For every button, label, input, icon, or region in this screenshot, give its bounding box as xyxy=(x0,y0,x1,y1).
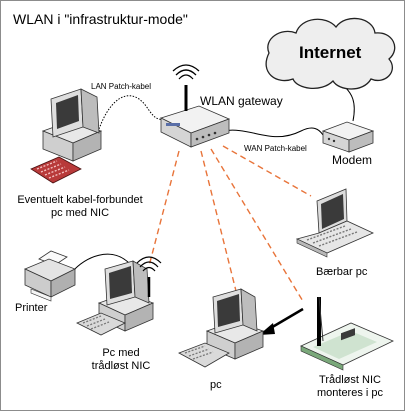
internet-label: Internet xyxy=(299,43,362,62)
internet-cloud-icon xyxy=(265,17,396,90)
modem-icon xyxy=(321,121,375,153)
wired-pc-label: Eventuelt kabel-forbundet pc med NIC xyxy=(3,194,157,219)
pc-label: pc xyxy=(210,379,222,391)
wireless-link-laptop xyxy=(222,145,312,197)
modem-label: Modem xyxy=(332,153,373,167)
wireless-pc-label-line-1: Pc med xyxy=(102,347,140,359)
nic-arrow xyxy=(268,307,304,331)
wireless-nic-card-icon xyxy=(300,296,394,371)
diagram-title: WLAN i "infrastruktur-mode" xyxy=(13,11,188,27)
wlan-gateway-icon xyxy=(159,64,231,148)
nic-card-label-line-2: monteres i pc xyxy=(316,386,384,399)
printer-cable xyxy=(70,253,130,274)
lan-patch-cable xyxy=(98,95,167,130)
wireless-pc-label: Pc med trådløst NIC xyxy=(81,347,161,372)
wired-pc-icon xyxy=(30,88,103,184)
printer-icon xyxy=(24,250,76,302)
nic-card-label: Trådløst NIC monteres i pc xyxy=(299,374,401,399)
wireless-link-pc xyxy=(200,150,237,292)
printer-label: Printer xyxy=(15,302,48,314)
wired-pc-label-line-2: pc med NIC xyxy=(50,206,110,219)
wireless-pc-icon xyxy=(76,256,162,336)
laptop-icon xyxy=(295,188,374,258)
wired-pc-label-line-1: Eventuelt kabel-forbundet xyxy=(17,194,143,206)
nic-card-label-line-1: Trådløst NIC xyxy=(319,374,381,386)
gateway-label: WLAN gateway xyxy=(200,94,283,108)
wan-cable-label: WAN Patch-kabel xyxy=(244,144,307,153)
wireless-pc-label-line-2: trådløst NIC xyxy=(91,359,151,372)
laptop-label: Bærbar pc xyxy=(316,266,368,278)
wan-patch-cable xyxy=(222,127,324,138)
lan-cable-label: LAN Patch-kabel xyxy=(91,82,152,91)
pc-icon xyxy=(178,288,265,368)
